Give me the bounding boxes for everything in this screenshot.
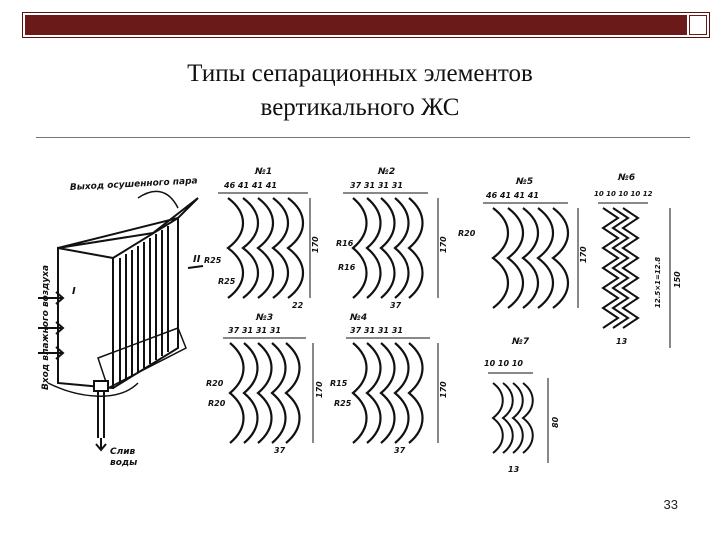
profile-3 bbox=[223, 337, 314, 444]
profile-2 bbox=[343, 192, 439, 299]
label-steam-out: Выход осушенного пара bbox=[70, 176, 198, 193]
profile-4 bbox=[346, 337, 439, 444]
profile-4-r1: R15 bbox=[330, 379, 348, 388]
label-wet-steam-in: Вход влажного воздуха bbox=[41, 265, 51, 390]
profile-6-top-dims: 10 10 10 10 12 bbox=[594, 190, 653, 198]
title-divider bbox=[36, 137, 690, 138]
profile-5-top-dims: 46 41 41 41 bbox=[485, 191, 539, 200]
profile-5 bbox=[483, 202, 579, 309]
slide-title-line2: вертикального ЖС bbox=[260, 94, 460, 121]
banner-fill bbox=[25, 15, 687, 35]
separator-block-figure bbox=[38, 190, 204, 452]
profile-7-top-dims: 10 10 10 bbox=[484, 359, 523, 368]
profile-6-height: 150 bbox=[673, 271, 682, 288]
profile-6-bottom: 13 bbox=[616, 337, 628, 346]
profile-2-r2: R16 bbox=[338, 263, 356, 272]
banner-corner-box bbox=[689, 15, 707, 35]
profile-7-height: 80 bbox=[551, 416, 560, 428]
profile-3-r2: R20 bbox=[208, 399, 226, 408]
profile-2-r1: R16 bbox=[336, 239, 354, 248]
profile-4-r2: R25 bbox=[334, 399, 352, 408]
profile-6-label: №6 bbox=[617, 173, 635, 183]
profile-1-top-dims: 46 41 41 41 bbox=[223, 181, 277, 190]
profile-6 bbox=[598, 202, 671, 348]
label-arrow-I: I bbox=[72, 286, 76, 297]
profile-5-height: 170 bbox=[579, 246, 588, 263]
profile-1-r2: R25 bbox=[218, 277, 236, 286]
profile-4-height: 170 bbox=[439, 381, 448, 398]
profile-5-label: №5 bbox=[515, 177, 533, 187]
profile-1-label: №1 bbox=[254, 167, 272, 177]
label-drain-2: воды bbox=[110, 458, 137, 468]
profile-7-bottom: 13 bbox=[508, 465, 520, 474]
profile-1 bbox=[218, 192, 311, 299]
label-arrow-II: II bbox=[193, 254, 201, 265]
slide-title-line1: Типы сепарационных элементов bbox=[187, 60, 533, 87]
page-number: 33 bbox=[663, 497, 678, 512]
profile-6-side: 12.5×1=12.8 bbox=[654, 257, 662, 308]
profile-3-label: №3 bbox=[255, 313, 273, 323]
profile-3-bottom: 37 bbox=[274, 446, 286, 455]
top-banner bbox=[22, 12, 710, 38]
profile-3-height: 170 bbox=[315, 381, 324, 398]
profile-2-label: №2 bbox=[377, 167, 395, 177]
profile-4-bottom: 37 bbox=[394, 446, 406, 455]
profile-3-top-dims: 37 31 31 31 bbox=[228, 326, 281, 335]
separator-elements-drawing: Выход осушенного пара Вход влажного возд… bbox=[38, 167, 682, 474]
profile-1-r1: R25 bbox=[204, 256, 222, 265]
profile-3-r1: R20 bbox=[206, 379, 224, 388]
profile-1-bottom: 22 bbox=[292, 301, 304, 310]
label-drain-1: Слив bbox=[110, 447, 136, 457]
profile-2-top-dims: 37 31 31 31 bbox=[350, 181, 403, 190]
profile-7 bbox=[488, 372, 549, 463]
profile-2-bottom: 37 bbox=[390, 301, 402, 310]
profile-5-r: R20 bbox=[458, 229, 476, 238]
profile-2-height: 170 bbox=[439, 236, 448, 253]
profile-7-label: №7 bbox=[511, 337, 530, 347]
profile-4-label: №4 bbox=[349, 313, 367, 323]
profile-1-height: 170 bbox=[311, 236, 320, 253]
profile-4-top-dims: 37 31 31 31 bbox=[350, 326, 403, 335]
